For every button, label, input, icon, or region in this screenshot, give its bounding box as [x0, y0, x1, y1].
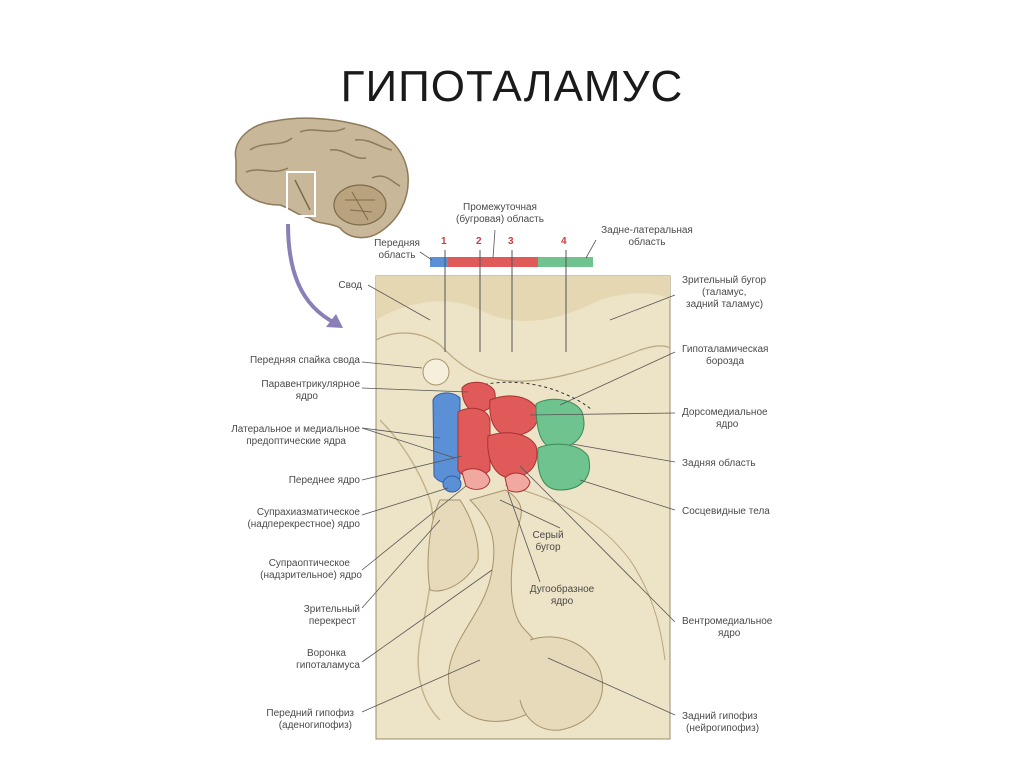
label-thalamus-2: (таламус,: [702, 287, 746, 298]
arrow-icon: [288, 224, 335, 323]
label-optic-chiasm-1: Зрительный: [304, 604, 360, 615]
label-mammillary: Сосцевидные тела: [682, 506, 770, 517]
label-paraventricular-1: Паравентрикулярное: [261, 379, 360, 390]
label-posterior-pituitary-2: (нейрогипофиз): [686, 722, 759, 734]
label-suprachiasmatic-2: (надперекрестное) ядро: [247, 519, 360, 530]
mammillary-shape: [538, 444, 590, 490]
label-optic-chiasm-2: перекрест: [309, 616, 357, 627]
label-dorsomedial-2: ядро: [716, 419, 739, 430]
dorsomedial-shape: [490, 396, 539, 436]
posterior-area-shape: [536, 399, 584, 448]
label-ventromedial-1: Вентромедиальное: [682, 616, 773, 627]
label-dorsomedial-1: Дорсомедиальное: [682, 407, 768, 418]
label-posterior-area: Задняя область: [682, 457, 756, 469]
region-number-1: 1: [441, 236, 447, 247]
label-anterior-area-2: область: [378, 249, 415, 261]
label-tuber-cinereum-2: бугор: [535, 541, 560, 553]
label-anterior-pituitary-1: Передний гипофиз: [266, 707, 354, 719]
label-posterolateral-area-2: область: [628, 236, 665, 248]
label-anterior-commissure: Передняя спайка свода: [250, 355, 360, 366]
label-hypothalamic-sulcus-1: Гипоталамическая: [682, 344, 768, 355]
label-posterior-pituitary-1: Задний гипофиз: [682, 710, 758, 722]
label-intermediate-area-1: Промежуточная: [463, 202, 537, 213]
label-suprachiasmatic-1: Супрахиазматическое: [257, 507, 361, 518]
label-hypothalamic-sulcus-2: борозда: [706, 355, 745, 367]
label-anterior-nucleus: Переднее ядро: [289, 475, 361, 486]
label-paraventricular-2: ядро: [296, 391, 319, 402]
label-fornix: Свод: [338, 280, 362, 291]
label-ventromedial-2: ядро: [718, 628, 741, 639]
label-infundibulum-2: гипоталамуса: [296, 660, 360, 671]
label-intermediate-area-2: (бугровая) область: [456, 213, 544, 225]
label-supraoptic-1: Супраоптическое: [269, 558, 351, 569]
label-preoptic-1: Латеральное и медиальное: [231, 424, 360, 435]
region-number-3: 3: [508, 236, 514, 247]
label-thalamus-1: Зрительный бугор: [682, 274, 767, 286]
label-thalamus-3: задний таламус): [686, 299, 763, 310]
region-number-4: 4: [561, 236, 567, 247]
region-number-2: 2: [476, 236, 482, 247]
anterior-nucleus-shape: [458, 408, 490, 477]
label-infundibulum-1: Воронка: [307, 648, 346, 659]
label-arcuate-2: ядро: [551, 596, 574, 607]
label-arcuate-1: Дугообразное: [530, 583, 595, 595]
label-anterior-area-1: Передняя: [374, 238, 420, 249]
label-anterior-pituitary-2: (аденогипофиз): [279, 719, 352, 731]
suprachiasmatic-shape: [443, 476, 461, 492]
label-preoptic-2: предоптические ядра: [246, 436, 346, 447]
label-tuber-cinereum-1: Серый: [532, 530, 563, 541]
label-supraoptic-2: (надзрительное) ядро: [260, 570, 362, 581]
brain-thumbnail: [235, 118, 408, 237]
label-posterolateral-area-1: Задне-латеральная: [601, 225, 693, 236]
